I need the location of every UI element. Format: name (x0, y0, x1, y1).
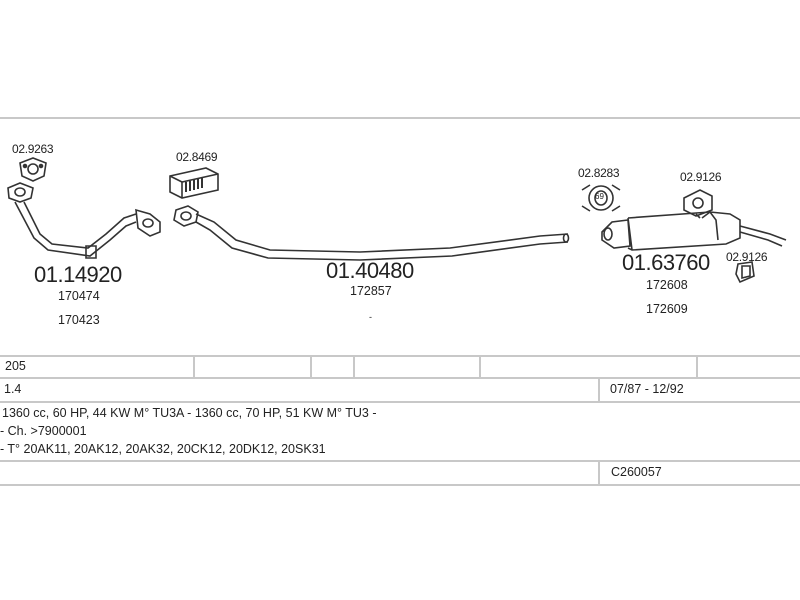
engine-size-cell: 1.4 (4, 382, 22, 396)
middle-pipe-icon (173, 205, 570, 261)
front-pipe-ref: 170474 (58, 289, 100, 303)
front-pipe-ref: 170423 (58, 313, 100, 327)
catalog-code-cell: C260057 (611, 465, 662, 479)
mount-ring-number: 69 (595, 192, 604, 201)
middle-pipe-ref: 172857 (350, 284, 392, 298)
types-cell: - T° 20AK11, 20AK12, 20AK32, 20CK12, 20D… (0, 442, 326, 456)
gasket-code: 02.9263 (12, 142, 54, 156)
clamp-code: 02.8469 (176, 150, 218, 164)
mount-ring-code: 02.8283 (578, 166, 620, 180)
gasket-icon (19, 157, 47, 182)
mount-ring-icon (581, 184, 621, 212)
rear-mount-code: 02.9126 (726, 250, 768, 264)
table-rule (0, 377, 800, 379)
table-rule (0, 484, 800, 486)
dot-mark: - (369, 312, 372, 322)
front-pipe-code: 01.14920 (34, 262, 122, 287)
rubber-mount-icon (735, 261, 755, 284)
rear-muffler-icon (601, 211, 787, 251)
front-pipe-icon (7, 182, 161, 259)
top-rule (0, 117, 800, 119)
table-divider (479, 355, 481, 379)
middle-pipe-code: 01.40480 (326, 258, 414, 283)
date-range-cell: 07/87 - 12/92 (610, 382, 684, 396)
rubber-mount-icon (683, 189, 713, 217)
exhaust-drawing (7, 157, 787, 284)
clamp-icon (169, 167, 219, 199)
rear-muffler-ref: 172609 (646, 302, 688, 316)
engines-cell: 1360 cc, 60 HP, 44 KW M° TU3A - 1360 cc,… (2, 406, 377, 420)
rear-muffler-ref: 172608 (646, 278, 688, 292)
model-cell: 205 (5, 359, 26, 373)
table-divider (193, 355, 195, 379)
table-divider (598, 377, 600, 403)
rear-mount-code: 02.9126 (680, 170, 722, 184)
rear-muffler-code: 01.63760 (622, 250, 710, 275)
table-divider (310, 355, 312, 379)
table-rule (0, 401, 800, 403)
chassis-cell: - Ch. >7900001 (0, 424, 87, 438)
table-rule (0, 355, 800, 357)
table-divider (696, 355, 698, 379)
table-divider (598, 460, 600, 486)
table-divider (353, 355, 355, 379)
table-rule (0, 460, 800, 462)
